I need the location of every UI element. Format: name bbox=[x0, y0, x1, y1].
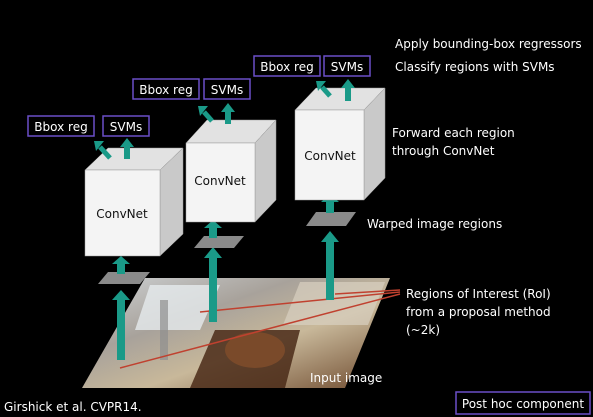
warped-regions bbox=[98, 212, 356, 284]
convnet-cube-1: ConvNet bbox=[84, 147, 184, 257]
annotation-forward-1: Forward each region bbox=[392, 126, 515, 140]
convnet-1-label: ConvNet bbox=[96, 207, 148, 221]
annotation-roi-1: Regions of Interest (RoI) bbox=[406, 287, 551, 301]
input-image bbox=[82, 278, 390, 388]
svms-label-1: SVMs bbox=[110, 120, 142, 134]
convnet-3-label: ConvNet bbox=[304, 149, 356, 163]
annotation-roi-2: from a proposal method bbox=[406, 305, 551, 319]
roi-lines bbox=[119, 289, 401, 369]
post-hoc-label: Post hoc component bbox=[462, 397, 584, 411]
bbox-reg-label-1: Bbox reg bbox=[34, 120, 87, 134]
annotation-input: Input image bbox=[310, 371, 382, 385]
annotation-apply-bbox: Apply bounding-box regressors bbox=[395, 37, 582, 51]
bbox-reg-label-3: Bbox reg bbox=[260, 60, 313, 74]
convnet-2-label: ConvNet bbox=[194, 174, 246, 188]
citation: Girshick et al. CVPR14. bbox=[4, 400, 142, 414]
output-arrows bbox=[94, 79, 355, 160]
annotation-warped: Warped image regions bbox=[367, 217, 502, 231]
annotation-forward-2: through ConvNet bbox=[392, 144, 495, 158]
output-boxes-2: Bbox reg SVMs bbox=[132, 78, 251, 100]
bbox-reg-label-2: Bbox reg bbox=[139, 83, 192, 97]
convnet-cube-2: ConvNet bbox=[185, 119, 277, 223]
post-hoc-legend: Post hoc component bbox=[455, 391, 591, 415]
annotations: Apply bounding-box regressors Classify r… bbox=[310, 37, 582, 385]
annotation-roi-3: (~2k) bbox=[406, 323, 440, 337]
convnet-cube-3: ConvNet bbox=[294, 87, 386, 201]
svms-label-2: SVMs bbox=[211, 83, 243, 97]
region-arrows bbox=[112, 231, 339, 360]
annotation-classify: Classify regions with SVMs bbox=[395, 60, 555, 74]
output-boxes-1: Bbox reg SVMs bbox=[27, 115, 150, 137]
output-boxes-3: Bbox reg SVMs bbox=[253, 55, 371, 77]
svms-label-3: SVMs bbox=[331, 60, 363, 74]
